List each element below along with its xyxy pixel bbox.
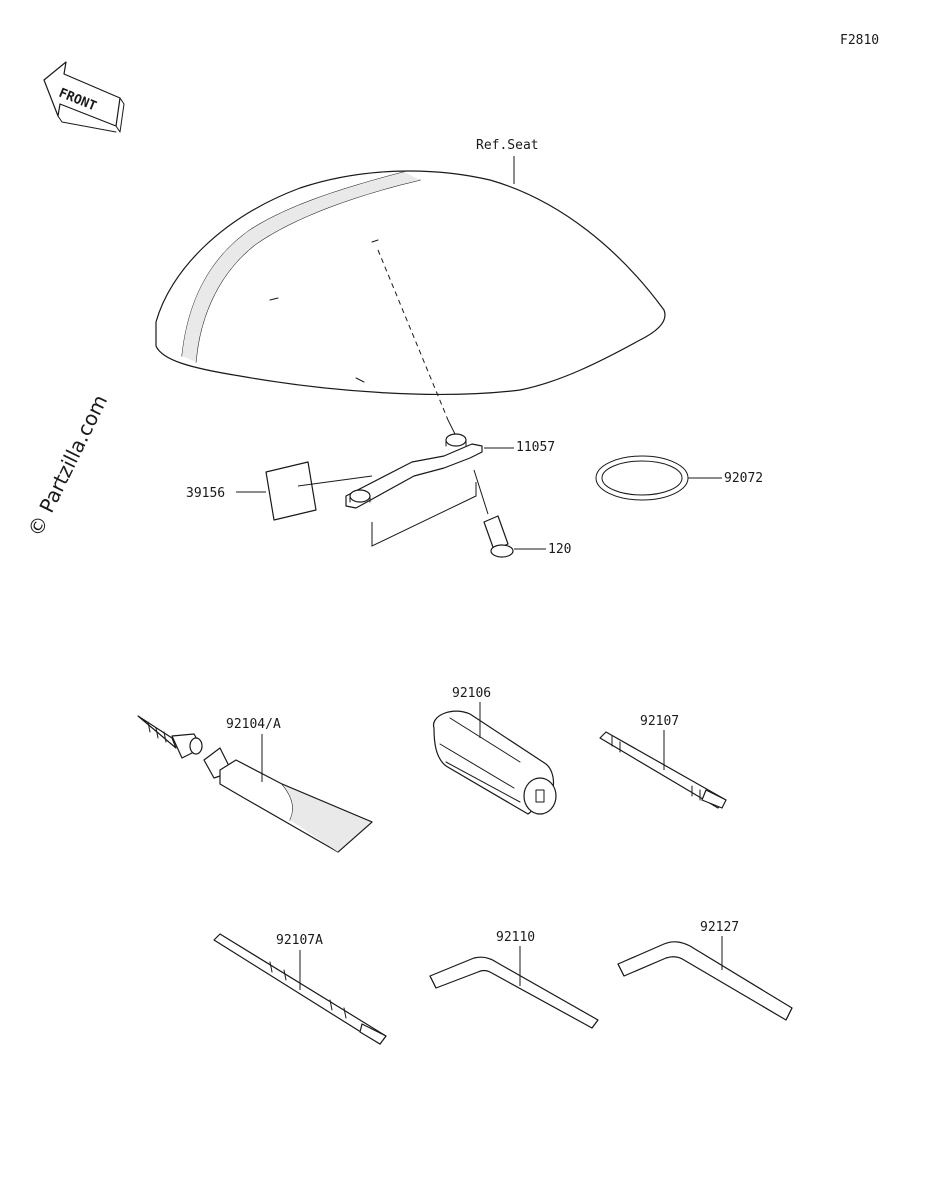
front-arrow-icon: FRONT bbox=[43, 61, 125, 133]
callout-92127: 92127 bbox=[700, 920, 739, 935]
sticker-39156 bbox=[265, 461, 317, 521]
callout-ref-seat: Ref.Seat bbox=[476, 138, 539, 153]
hex-key-92127 bbox=[617, 941, 793, 1021]
seat-illustration bbox=[155, 170, 666, 396]
screwdriver-92107 bbox=[599, 731, 727, 809]
bolt-120 bbox=[483, 515, 514, 558]
handle-92106 bbox=[433, 710, 557, 815]
callout-92110: 92110 bbox=[496, 930, 535, 945]
diagram-code: F2810 bbox=[840, 33, 879, 48]
callout-92104a: 92104/A bbox=[226, 717, 281, 732]
callout-11057: 11057 bbox=[516, 440, 555, 455]
callout-92107a: 92107A bbox=[276, 933, 323, 948]
callout-92072: 92072 bbox=[724, 471, 763, 486]
tube-92104a bbox=[137, 715, 373, 853]
hex-key-92110 bbox=[429, 956, 599, 1029]
bracket-11057 bbox=[345, 433, 483, 509]
callout-120: 120 bbox=[548, 542, 571, 557]
o-ring-92072 bbox=[595, 455, 689, 501]
callout-92106: 92106 bbox=[452, 686, 491, 701]
watermark-text: © Partzilla.com bbox=[23, 391, 112, 540]
callout-39156: 39156 bbox=[186, 486, 225, 501]
callout-92107: 92107 bbox=[640, 714, 679, 729]
